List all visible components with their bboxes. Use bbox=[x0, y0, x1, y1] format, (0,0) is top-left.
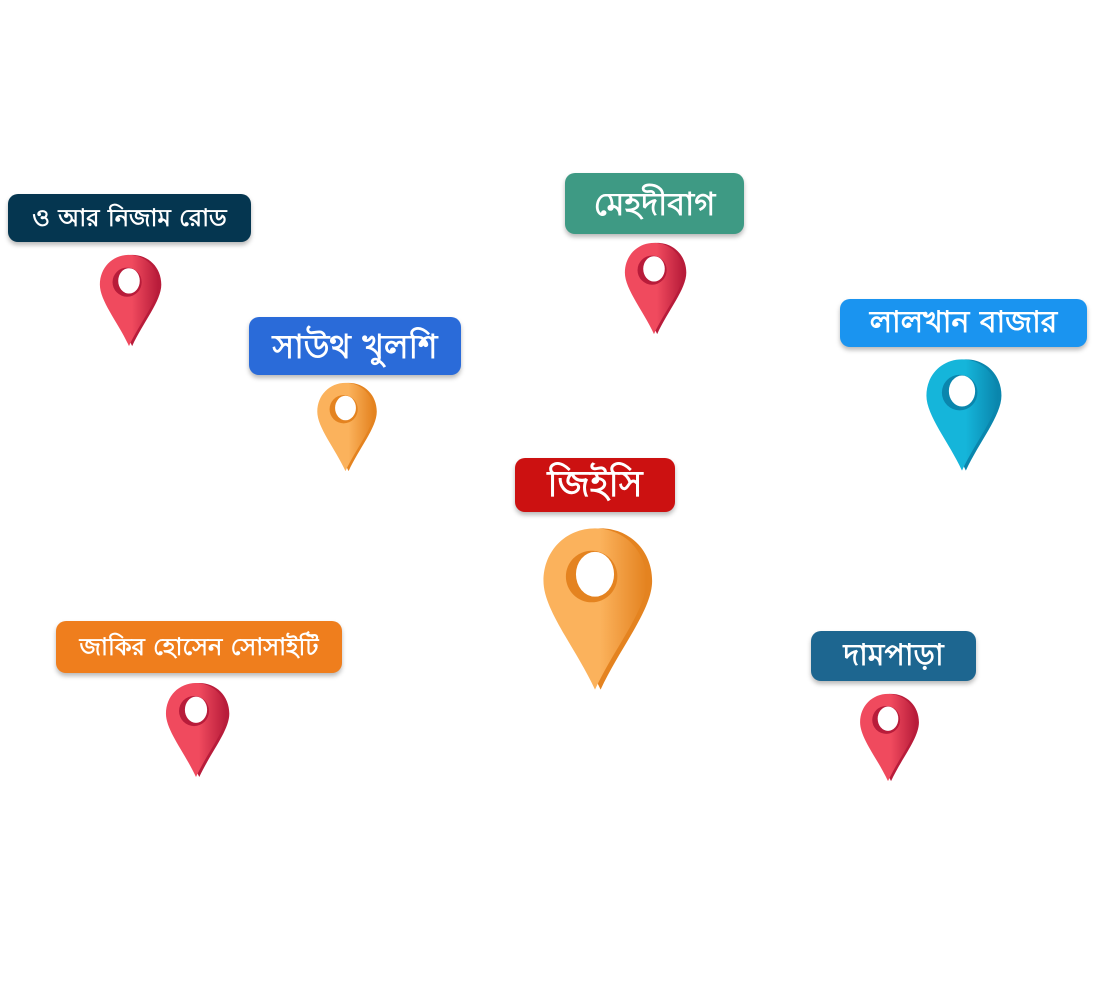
location-label-lalkhan-bazar[interactable]: লালখান বাজার bbox=[840, 299, 1087, 347]
location-label-or-nizam-road[interactable]: ও আর নিজাম রোড bbox=[8, 194, 251, 242]
map-pin-icon[interactable] bbox=[314, 381, 377, 473]
location-label-dampara[interactable]: দামপাড়া bbox=[811, 631, 976, 681]
map-pin-icon[interactable] bbox=[857, 692, 919, 783]
map-pin-icon[interactable] bbox=[162, 681, 230, 779]
pin-hole bbox=[335, 395, 356, 421]
map-pin-icon[interactable] bbox=[621, 241, 687, 336]
pin-hole bbox=[643, 256, 665, 282]
pin-hole bbox=[948, 375, 976, 407]
map-pin-icon[interactable] bbox=[96, 253, 162, 348]
pin-hole bbox=[575, 551, 615, 597]
pin-hole bbox=[184, 696, 208, 723]
pin-hole bbox=[877, 706, 899, 731]
location-label-mehedibag[interactable]: মেহদীবাগ bbox=[565, 173, 744, 234]
pin-hole bbox=[118, 268, 140, 294]
map-pin-icon[interactable] bbox=[537, 525, 653, 693]
location-label-south-khulshi[interactable]: সাউথ খুলশি bbox=[249, 317, 461, 375]
location-label-zakir-hossain-society[interactable]: জাকির হোসেন সোসাইটি bbox=[56, 621, 342, 673]
location-label-gec[interactable]: জিইসি bbox=[515, 458, 675, 512]
map-pin-icon[interactable] bbox=[922, 357, 1002, 473]
